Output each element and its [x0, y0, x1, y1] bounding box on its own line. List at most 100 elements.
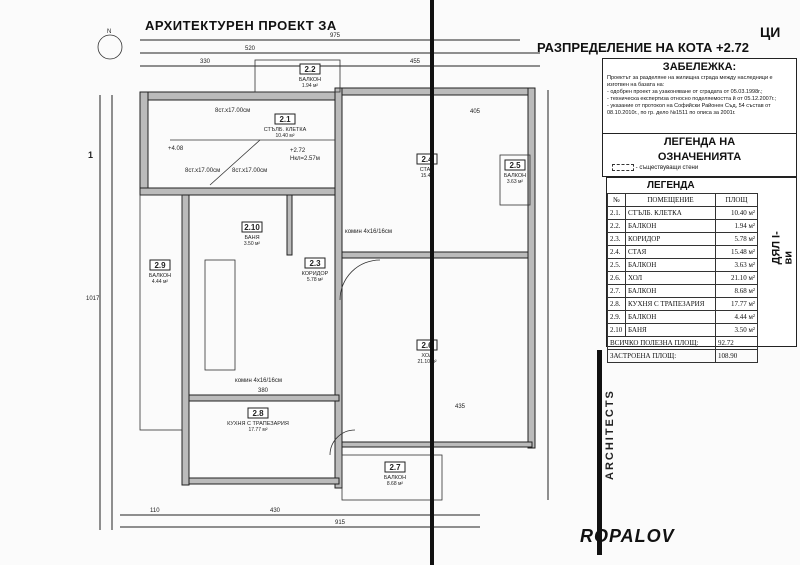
- existing-walls-legend: - съществуващи стени: [612, 163, 698, 173]
- designations-title: ОЗНАЧЕНИЯТА: [657, 151, 742, 163]
- room-num: 2.8: [252, 409, 264, 418]
- dim-label: 330: [200, 59, 211, 65]
- legend-cell: БАЛКОН: [625, 284, 716, 298]
- level-mark: +4.08: [168, 146, 184, 152]
- room-area: 5.78 м²: [307, 277, 324, 283]
- dim-label: 1017: [86, 296, 100, 302]
- dim-label: 430: [270, 508, 281, 514]
- legend-cell: 15.48 м²: [715, 245, 758, 259]
- legend-cell: БАЛКОН: [625, 219, 716, 233]
- scan-edge: [597, 350, 602, 555]
- room-num: 2.7: [389, 463, 401, 472]
- note-box: ЗАБЕЛЕЖКА: Проектът за разделяне на жили…: [602, 58, 797, 135]
- balcony-2-5-outline: [499, 154, 531, 206]
- balcony-2-7-outline: [341, 454, 443, 501]
- room-area: 10.40 м²: [275, 133, 294, 139]
- legend-cell: БАЛКОН: [625, 310, 716, 324]
- stair-label: 8ст.x17.00см: [215, 108, 250, 114]
- legend-cell: СТЪЛБ. КЛЕТКА: [625, 206, 716, 220]
- room-area: 3.50 м²: [244, 241, 261, 247]
- legend-cell: 2.10: [607, 323, 626, 337]
- brand-vertical: ARCHITECTS: [604, 389, 616, 480]
- legend-cell: 2.7.: [607, 284, 626, 298]
- room-name: БАНЯ: [244, 235, 259, 241]
- stair-break: [209, 139, 261, 186]
- total-value: 108.90: [715, 349, 758, 363]
- legend-total-row: ВСИЧКО ПОЛЕЗНА ПЛОЩ:92.72: [607, 336, 758, 350]
- legend-cell: 2.3.: [607, 232, 626, 246]
- legend-cell: 2.2.: [607, 219, 626, 233]
- title-fragment: ЦИ: [760, 24, 781, 40]
- room-area: 8.68 м²: [387, 481, 404, 487]
- wall-swatch: [612, 163, 634, 171]
- legend-box: ЛЕГЕНДА № ПОМЕЩЕНИЕ ПЛОЩ 2.1.СТЪЛБ. КЛЕТ…: [606, 177, 797, 363]
- floor-title: РАЗПРЕДЕЛЕНИЕ НА КОТА +2.72: [537, 40, 749, 55]
- room-name: БАЛКОН: [149, 273, 171, 279]
- part-label: ДЯЛ I-ви: [770, 231, 795, 265]
- dim-label: 975: [330, 33, 341, 39]
- dim-label: 435: [455, 404, 466, 410]
- room-num: 2.1: [279, 115, 291, 124]
- note-line: - техническа експертиза относно поделяем…: [607, 96, 777, 102]
- level-mark: Нкл=2.57м: [290, 156, 320, 162]
- dim-label: 405: [470, 109, 481, 115]
- legend-cell: БАЛКОН: [625, 258, 716, 272]
- designations-box: ЛЕГЕНДА НА ОЗНАЧЕНИЯТА: [602, 133, 797, 177]
- door-swing: [329, 429, 356, 456]
- room-name: БАЛКОН: [504, 173, 526, 179]
- room-name: СТЪЛБ. КЛЕТКА: [264, 127, 307, 133]
- dim-label: 380: [258, 388, 269, 394]
- level-mark: +2.72: [290, 148, 306, 154]
- legend-cell: КУХНЯ С ТРАПЕЗАРИЯ: [625, 297, 716, 311]
- balcony-2-9-outline: [139, 194, 183, 431]
- room-area: 3.63 м²: [507, 179, 524, 185]
- room-name: СТАЯ: [420, 167, 435, 173]
- room-num: 2.5: [509, 161, 521, 170]
- room-area: 15.48: [421, 173, 434, 179]
- room-area: 4.44 м²: [152, 279, 169, 285]
- room-area: 21.10 м²: [417, 359, 436, 365]
- door-swing: [339, 259, 381, 301]
- note-line: - указание от протокол на Софийски Район…: [607, 103, 771, 116]
- col-header: ПЛОЩ: [715, 193, 758, 207]
- axis-label: 1: [88, 150, 93, 160]
- dim-label: 915: [335, 520, 346, 526]
- total-label: ЗАСТРОЕНА ПЛОЩ:: [607, 349, 716, 363]
- legend-cell: 2.8.: [607, 297, 626, 311]
- room-name: КОРИДОР: [302, 271, 329, 277]
- legend-cell: 2.1.: [607, 206, 626, 220]
- compass-rose: [97, 34, 123, 60]
- room-num: 2.6: [421, 341, 433, 350]
- dim-label: 520: [245, 46, 256, 52]
- room-num: 2.10: [244, 223, 260, 232]
- legend-cell: 2.4.: [607, 245, 626, 259]
- col-header: ПОМЕЩЕНИЕ: [625, 193, 716, 207]
- legend-cell: КОРИДОР: [625, 232, 716, 246]
- total-label: ВСИЧКО ПОЛЕЗНА ПЛОЩ:: [607, 336, 716, 350]
- legend-cell: 2.6.: [607, 271, 626, 285]
- legend-total-row: ЗАСТРОЕНА ПЛОЩ:108.90: [607, 349, 758, 363]
- legend-cell: 8.68 м²: [715, 284, 758, 298]
- dim-label: 455: [410, 59, 421, 65]
- room-num: 2.4: [421, 155, 433, 164]
